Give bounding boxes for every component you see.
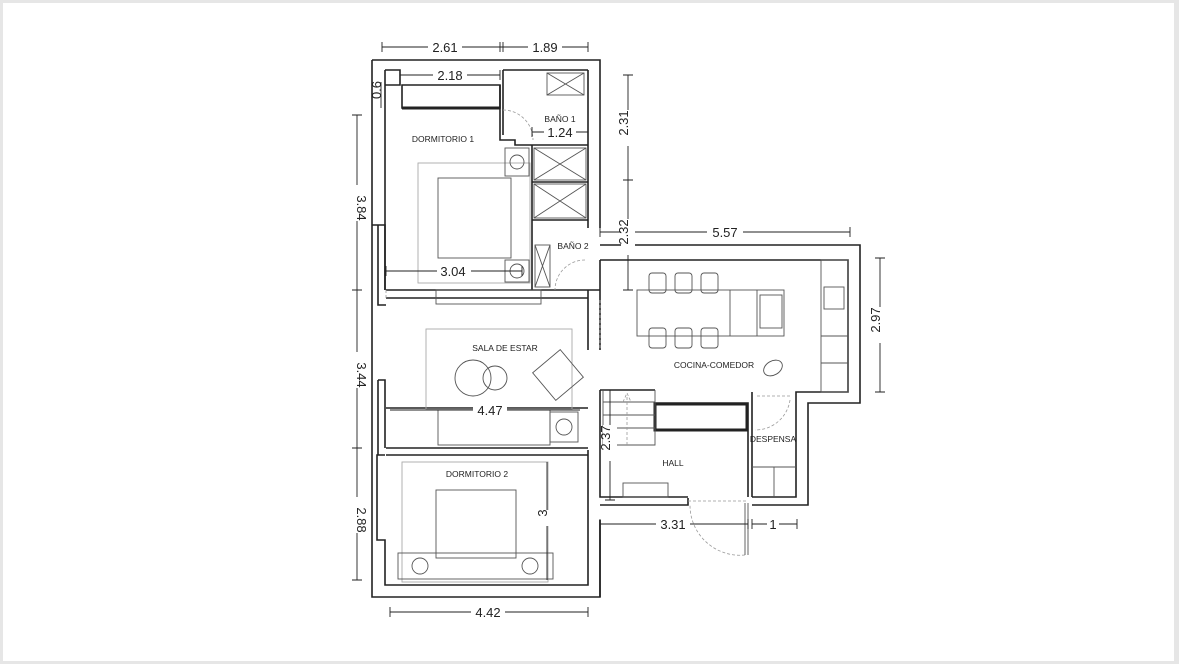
room-label-cocina-comedor: COCINA-COMEDOR: [674, 360, 754, 370]
room-labels: DORMITORIO 1 BAÑO 1 BAÑO 2 SALA DE ESTAR…: [412, 114, 797, 479]
dim-closet-width: 2.18: [437, 68, 462, 83]
dim-hall-depth: 2.37: [598, 425, 613, 450]
room-label-bano-2: BAÑO 2: [557, 241, 588, 251]
dim-right-upper: 2.31: [616, 110, 631, 135]
dim-top-right: 1.89: [532, 40, 557, 55]
doors: [385, 109, 792, 556]
dim-sala-width: 4.47: [477, 403, 502, 418]
dim-dorm1-width: 3.04: [440, 264, 465, 279]
chairs: [648, 272, 719, 349]
room-label-dormitorio-1: DORMITORIO 1: [412, 134, 474, 144]
dim-left-lower: 2.88: [354, 507, 369, 532]
room-label-sala-de-estar: SALA DE ESTAR: [472, 343, 538, 353]
dim-despensa-width: 1: [769, 517, 776, 532]
dim-hall-width: 3.31: [660, 517, 685, 532]
dim-kitchen-width: 5.57: [712, 225, 737, 240]
dim-kitchen-depth: 2.97: [868, 307, 883, 332]
dim-left-middle: 3.44: [354, 362, 369, 387]
room-label-bano-1: BAÑO 1: [544, 114, 575, 124]
room-label-despensa: DESPENSA: [750, 434, 797, 444]
dim-right-lower: 2.32: [616, 219, 631, 244]
dim-bano-width: 1.24: [547, 125, 572, 140]
room-label-dormitorio-2: DORMITORIO 2: [446, 469, 508, 479]
dim-top-left: 2.61: [432, 40, 457, 55]
furniture: [397, 72, 849, 583]
dim-closet-depth: 0.6: [369, 81, 384, 99]
dim-dorm2-depth: 3: [535, 509, 550, 516]
dim-left-upper: 3.84: [354, 195, 369, 220]
dimension-labels: 2.61 1.89 2.18 0.6 1.24 2.31 2.32 5.57 2…: [350, 40, 887, 620]
room-label-hall: HALL: [662, 458, 684, 468]
dim-bottom-width: 4.42: [475, 605, 500, 620]
